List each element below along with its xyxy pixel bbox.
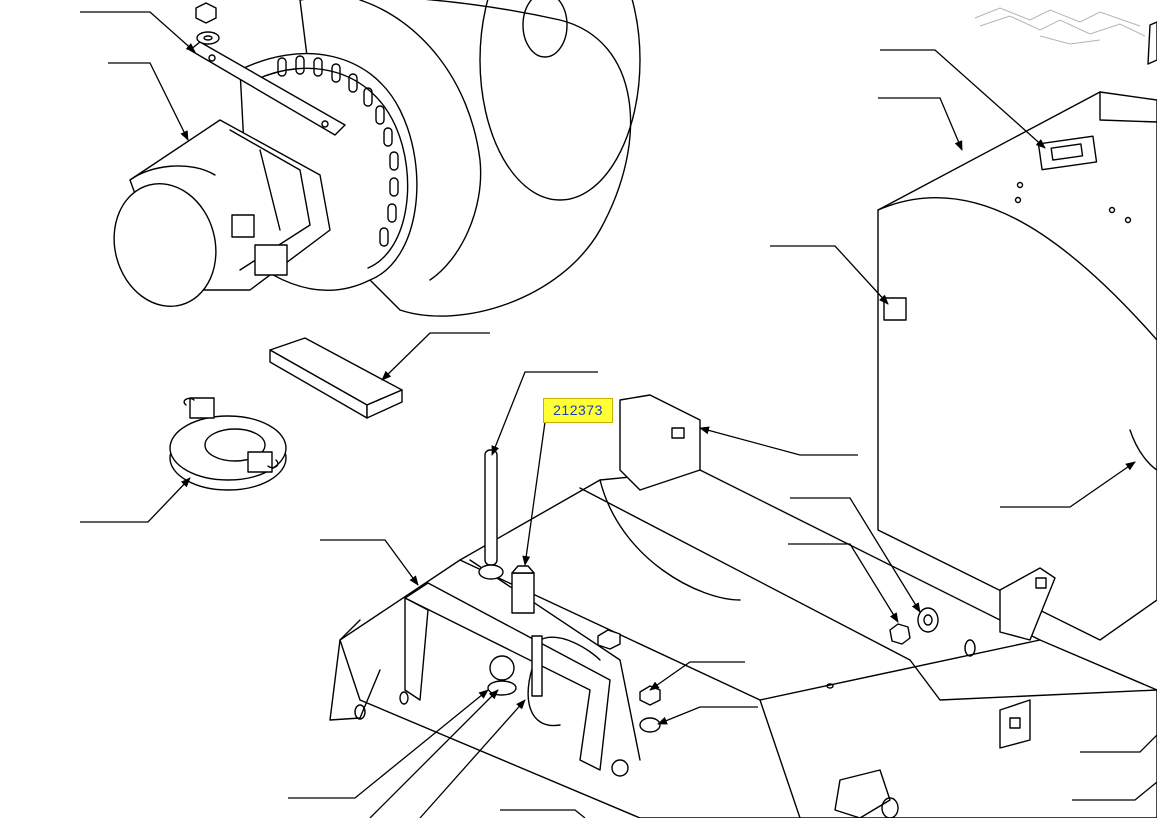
side-panel [877, 21, 1157, 641]
gasket-ring [169, 397, 287, 491]
standoff [511, 565, 535, 614]
ghost-part [974, 7, 1146, 45]
leader-line-2 [108, 62, 189, 141]
part-number-callout[interactable]: 212373 [543, 398, 613, 423]
callout-leader [522, 421, 546, 566]
small-washer [639, 717, 661, 733]
foam-strip [269, 337, 403, 419]
base-tray [329, 394, 1157, 818]
vacuum-motor [113, 0, 641, 317]
washer [917, 607, 939, 633]
leader-line-1 [80, 11, 196, 53]
rod [478, 449, 504, 580]
hex-nut [889, 623, 911, 645]
